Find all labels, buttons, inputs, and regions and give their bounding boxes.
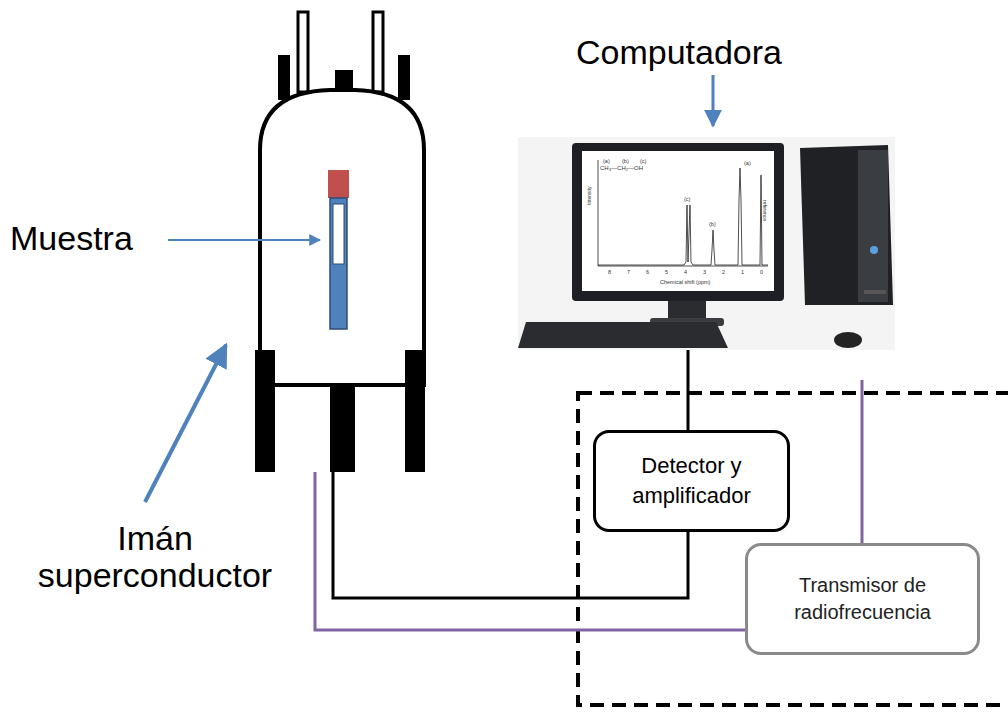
peak-letter: (b) (622, 158, 629, 164)
component-label: Muestra (10, 220, 133, 257)
axis-number: 2 (722, 269, 725, 275)
superconducting-magnet (255, 12, 426, 472)
detector-box: Detector y amplificador (593, 430, 790, 532)
pointer-arrow (168, 239, 320, 241)
peak-letter: (b) (709, 221, 716, 227)
axis-number: 0 (760, 269, 763, 275)
axis-number: 7 (627, 269, 630, 275)
component-label: Imán superconductor (5, 520, 305, 595)
axis-number: 8 (608, 269, 611, 275)
axis-number: 5 (665, 269, 668, 275)
axis-number: 3 (703, 269, 706, 275)
peak-letter: (a) (603, 158, 610, 164)
electronics-region (578, 393, 1008, 705)
peak-letter: (a) (744, 160, 751, 166)
axis-number: 1 (741, 269, 744, 275)
axis-title: reference (762, 200, 768, 221)
transmitter-box: Transmisor de radiofrecuencia (745, 543, 980, 655)
pointer-arrow (145, 345, 226, 502)
box-text: Detector y amplificador (610, 451, 773, 510)
computer (518, 137, 895, 350)
axis-title: Chemical shift (ppm) (660, 279, 710, 285)
formula: CH₃—CH₂—OH (600, 165, 643, 172)
peak-letter: (c) (684, 196, 690, 202)
pointer-arrow (712, 75, 715, 126)
box-text: Transmisor de radiofrecuencia (762, 572, 963, 626)
nmr-spectrum (598, 160, 768, 266)
axis-number: 6 (646, 269, 649, 275)
axis-title: Intensity (587, 186, 593, 205)
axis-number: 4 (684, 269, 687, 275)
sample-tube (328, 170, 349, 329)
peak-letter: (c) (640, 158, 646, 164)
component-label: Computadora (576, 34, 782, 71)
